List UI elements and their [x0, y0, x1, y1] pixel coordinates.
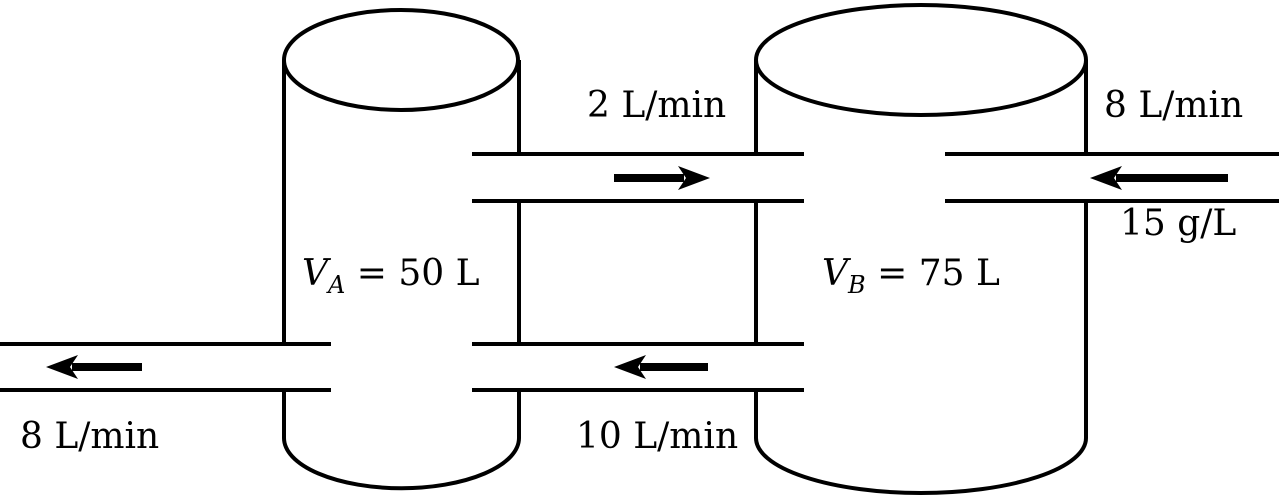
tank-a [282, 8, 521, 491]
tank-a-volume-label: VA = 50 L [302, 253, 480, 299]
pipe-b-to-a [472, 342, 804, 392]
tank-b-top [754, 3, 1088, 117]
b-to-a-rate-label: 10 L/min [576, 416, 738, 457]
tank-b [754, 3, 1088, 495]
tank-b-bottom [754, 437, 1088, 495]
arrow-left-head-icon [1090, 166, 1122, 190]
tank-a-top [282, 8, 520, 112]
tank-b-volume-label: VB = 75 L [822, 253, 1000, 299]
inflow-rate-label: 8 L/min [1104, 85, 1243, 126]
pipe-inflow [945, 152, 1279, 203]
arrow-left-head-icon [46, 355, 78, 379]
outflow-rate-label: 8 L/min [20, 416, 159, 457]
pipe-outflow [0, 342, 331, 392]
arrow-right-head-icon [678, 166, 710, 190]
tank-a-bottom [282, 437, 521, 491]
a-to-b-rate-label: 2 L/min [587, 85, 726, 126]
arrow-left-head-icon [614, 355, 646, 379]
inflow-concentration-label: 15 g/L [1120, 203, 1236, 244]
pipe-a-to-b [472, 152, 804, 203]
